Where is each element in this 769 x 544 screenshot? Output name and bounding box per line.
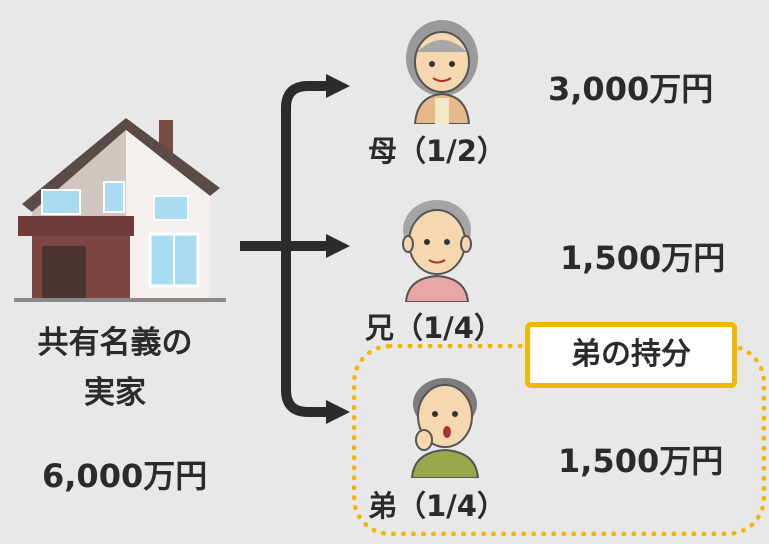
property-label: 共有名義の 実家	[15, 318, 215, 418]
property-label-line2: 実家	[84, 375, 146, 411]
heir-amount-mother: 3,000万円	[548, 70, 714, 108]
heir-amount-older-brother: 1,500万円	[560, 239, 726, 277]
house-icon	[14, 118, 226, 302]
arrow-older-brother	[326, 234, 350, 258]
worried-man-icon	[410, 378, 480, 478]
older-man-icon	[402, 200, 472, 302]
distribution-bracket	[240, 74, 350, 424]
grandmother-icon	[406, 20, 478, 124]
younger-brother-share-badge: 弟の持分	[525, 322, 737, 388]
property-label-line1: 共有名義の	[37, 325, 193, 361]
heir-label-younger-brother: 弟（1/4）	[368, 489, 506, 523]
heir-label-mother: 母（1/2）	[368, 134, 506, 168]
arrow-mother	[326, 74, 350, 98]
property-total-value: 6,000万円	[42, 457, 208, 495]
heir-label-older-brother: 兄（1/4）	[365, 311, 503, 345]
arrow-younger-brother	[326, 400, 350, 424]
heir-amount-younger-brother: 1,500万円	[558, 442, 724, 480]
